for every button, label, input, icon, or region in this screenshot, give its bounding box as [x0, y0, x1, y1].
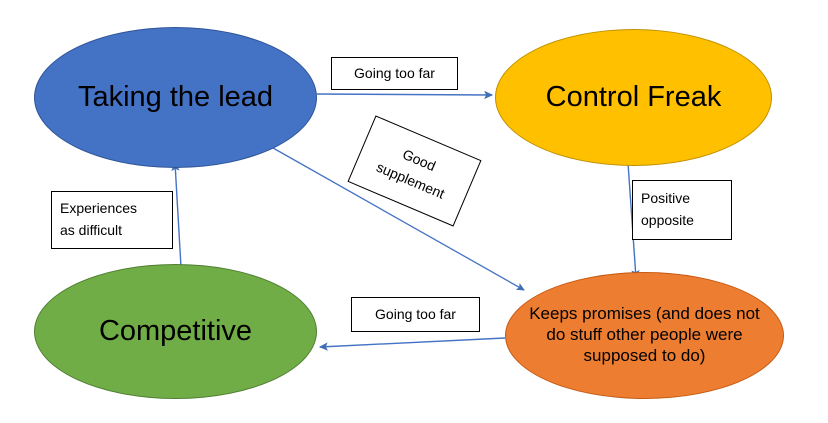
edge-label-positive-opposite[interactable]: Positive opposite	[632, 180, 732, 240]
edge-label-going-too-far-bottom[interactable]: Going too far	[351, 297, 480, 332]
node-keeps-promises-label: Keeps promises (and does not do stuff ot…	[529, 304, 760, 365]
node-taking-the-lead-label: Taking the lead	[77, 80, 274, 113]
connector-competitive-to-taking-the-lead	[171, 161, 182, 268]
node-keeps-promises[interactable]: Keeps promises (and does not do stuff ot…	[505, 272, 784, 399]
node-taking-the-lead[interactable]: Taking the lead	[34, 27, 317, 168]
edge-label-experiences-as-difficult[interactable]: Experiences as difficult	[51, 191, 173, 249]
edge-label-going-too-far-top[interactable]: Going too far	[331, 57, 458, 90]
node-control-freak-label: Control Freak	[545, 80, 722, 113]
node-competitive[interactable]: Competitive	[34, 264, 317, 399]
node-control-freak[interactable]: Control Freak	[495, 29, 772, 166]
connector-keeps-promises-to-competitive	[318, 337, 506, 351]
node-competitive-label: Competitive	[98, 314, 253, 347]
connector-taking-the-lead-to-control-freak	[316, 90, 494, 100]
connector-taking-the-lead-to-keeps-promises	[265, 143, 525, 291]
